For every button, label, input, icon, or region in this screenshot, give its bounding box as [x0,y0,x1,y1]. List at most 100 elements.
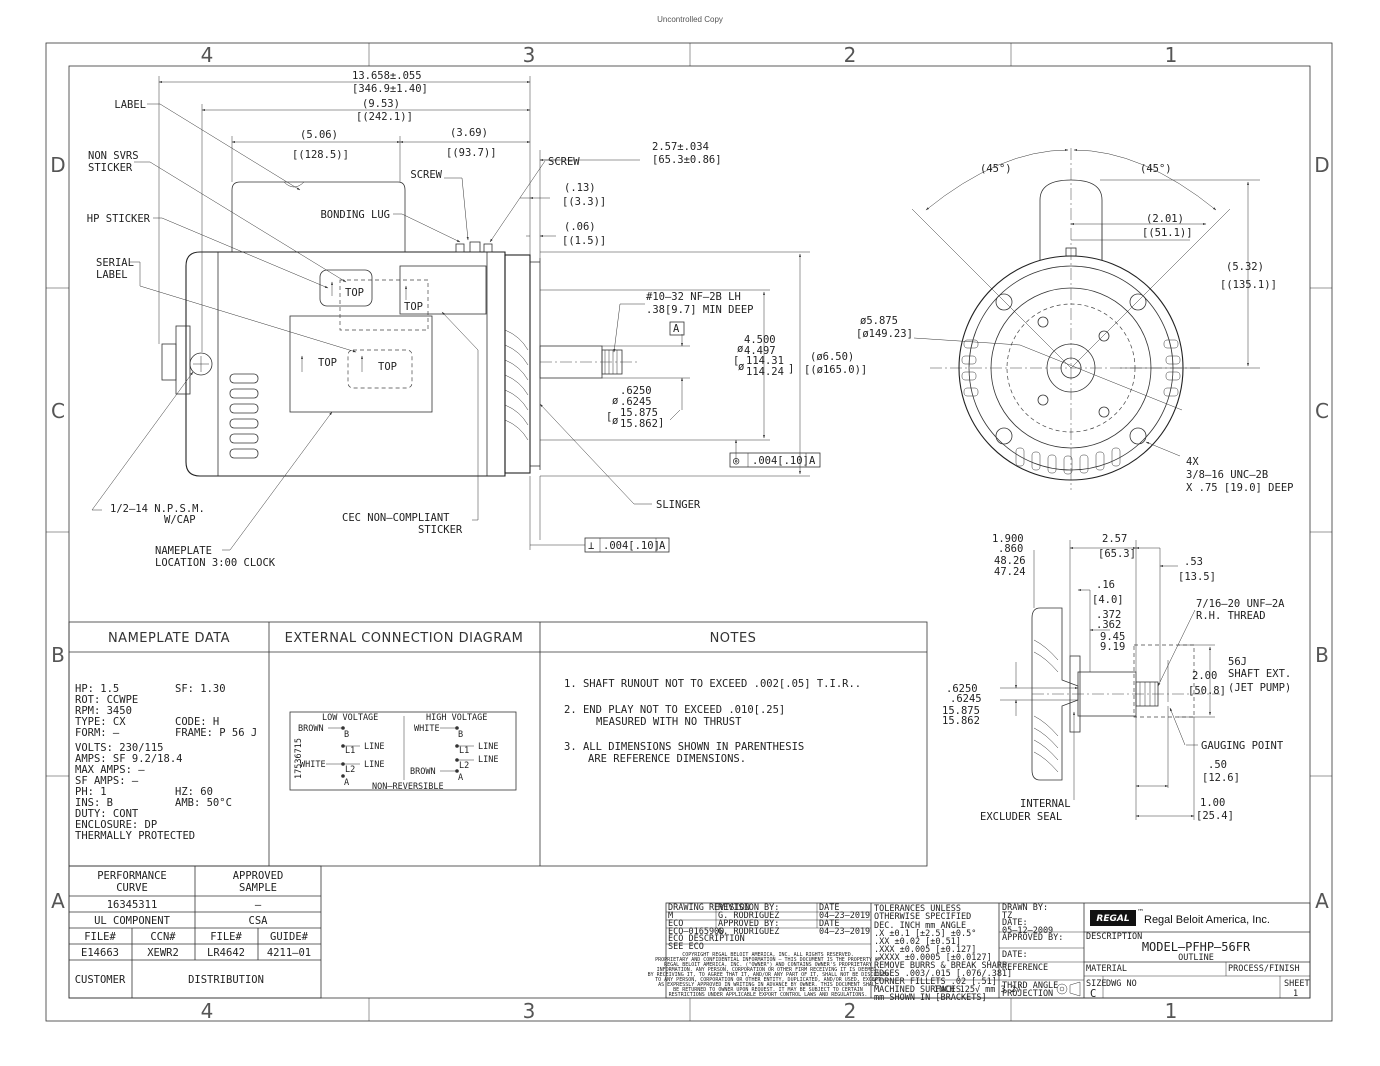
svg-text:DATE: DATE [819,903,839,913]
svg-text:REFERENCE: REFERENCE [1002,963,1048,973]
perpendicularity-frame: ⊥ .004[.10] A [584,537,670,553]
dim-overall-mm: [346.9±1.40] [352,83,428,95]
svg-text:APPROVED BY:: APPROVED BY: [1002,933,1063,943]
dim-200: 2.00 [1192,670,1217,682]
svg-text:.XXXX ±0.0005 [±0.0127]: .XXXX ±0.0005 [±0.0127] [874,953,992,963]
dim-919: 9.19 [1100,641,1125,653]
svg-text:LOW VOLTAGE: LOW VOLTAGE [322,713,378,723]
svg-text:CUSTOMER: CUSTOMER [75,974,126,986]
note-2: 2. END PLAY NOT TO EXCEED .010[.25] [564,704,785,716]
svg-text:INFORMATION. ANY PERSON, CORPO: INFORMATION. ANY PERSON, CORPORATION OR … [657,967,880,973]
dim-006: (.06) [564,221,596,233]
zone-row-a-left: A [51,889,65,913]
fan-fins [504,329,529,441]
dim-100-mm: [25.4] [1196,810,1234,822]
hub [1046,343,1096,393]
dim-pilot-min: 4.497 [744,345,776,357]
approval-table [68,865,322,999]
svg-text:MATERIAL: MATERIAL [1086,964,1127,974]
serial-callout-2: LABEL [96,269,128,281]
svg-text:1: 1 [1293,989,1298,999]
svg-text:OTHERWISE SPECIFIED: OTHERWISE SPECIFIED [874,912,971,922]
svg-text:APPROVED BY:: APPROVED BY: [718,919,779,929]
svg-text:◎: ◎ [733,455,740,467]
svg-text:BY RECEIVING IT, TO AGREE THAT: BY RECEIVING IT, TO AGREE THAT IT, AND/O… [648,972,889,978]
dim-200-mm: [50.8] [1188,685,1226,697]
slinger-callout: SLINGER [656,499,701,511]
third-angle-projection-icon [1056,981,1081,997]
svg-text:TZ: TZ [1002,911,1012,921]
connection-diagram: LOW VOLTAGE HIGH VOLTAGE 17536715 BROWN … [289,711,517,792]
ext-56j: 56J [1228,656,1247,668]
svg-text:MEASURED WITH NO THRUST: MEASURED WITH NO THRUST [596,716,742,728]
angle-45-right: (45°) [1140,163,1172,175]
datum-a-box: A [669,321,685,336]
svg-text:HZ: 60: HZ: 60 [175,786,213,798]
dim-pilot-max: 4.500 [744,334,776,346]
shaft-thread-hand: R.H. THREAD [1196,610,1266,622]
svg-text:L1: L1 [459,746,469,756]
gauging-point-callout: GAUGING POINT [1201,740,1284,752]
svg-text:G. RODRIGUEZ: G. RODRIGUEZ [718,927,779,937]
dim-006-mm: [(1.5)] [562,235,606,247]
svg-text:]: ] [658,417,664,429]
svg-text:C: C [1090,988,1096,1000]
svg-text:]: ] [788,363,794,375]
hp-sticker-box [319,269,373,307]
svg-text:EDGES .003/.015 [.076/.381]: EDGES .003/.015 [.076/.381] [874,969,1012,979]
svg-text:ECO DESCRIPTION: ECO DESCRIPTION [668,934,745,944]
npsm-callout-2: W/CAP [164,514,196,526]
dim-201: (2.01) [1146,213,1184,225]
dim-369-mm: [(93.7)] [446,147,497,159]
dim-pilot-mm-min: 114.24 [746,366,784,378]
svg-text:CODE: H: CODE: H [175,716,219,728]
dim-shaft-257: 2.57 [1102,533,1127,545]
svg-text:SF AMPS: –: SF AMPS: – [75,775,139,787]
side-dimension-lines [158,76,810,550]
svg-text:HP: 1.5: HP: 1.5 [75,683,119,695]
dim-053-mm: [13.5] [1178,571,1216,583]
svg-text:MACHINED SURFACES: MACHINED SURFACES [874,985,961,995]
label-callout: LABEL [114,99,146,111]
svg-text:FILE#: FILE# [84,931,116,943]
svg-text:ø: ø [738,361,745,373]
zone-ticks [46,43,1332,1021]
angle-45-left: (45°) [980,163,1012,175]
dim-257: 2.57±.034 [652,141,709,153]
svg-text:B: B [344,730,349,740]
revision-cells: DRAWING REVISION M REVISION BY: G. RODRI… [668,903,870,952]
svg-text:BE RETURNED TO OWNER UPON REQU: BE RETURNED TO OWNER UPON REQUEST. IT MA… [673,987,863,993]
svg-text:LINE: LINE [364,760,384,770]
dim-15862: 15.862 [942,715,980,727]
regal-logo: REGAL ™ [1090,908,1144,926]
zone-row-d-right: D [1314,153,1329,177]
svg-text:HIGH VOLTAGE: HIGH VOLTAGE [426,713,487,723]
dim-362: .362 [1096,619,1121,631]
svg-text:.004[.10]: .004[.10] [603,540,660,552]
svg-text:REGAL: REGAL [1096,914,1129,924]
data-table-frame [68,621,928,867]
svg-text:DWG NO: DWG NO [1106,979,1137,989]
svg-text:GUIDE#: GUIDE# [270,931,309,943]
copyright-notice: COPYRIGHT REGAL BELOIT AMERICA, INC. ALL… [648,952,889,998]
svg-text:AMB: 50°C: AMB: 50°C [175,797,232,809]
dim-dia-650-mm: [(ø165.0)] [804,364,867,376]
svg-text:.004[.10]: .004[.10] [752,455,809,467]
nameplate-box [289,315,433,413]
ext-shaft: SHAFT EXT. [1228,668,1291,680]
svg-text:THIRD ANGLE: THIRD ANGLE [1002,981,1058,991]
dim-shaft-min: .6245 [620,396,652,408]
svg-text:LINE: LINE [364,742,384,752]
svg-text:DATE: DATE [819,919,839,929]
svg-text:⊥: ⊥ [588,540,594,552]
svg-text:™: ™ [1137,908,1144,916]
svg-text:ø: ø [612,415,619,427]
shaft-dimension-lines [1000,540,1215,820]
zone-row-b-left: B [51,643,65,667]
serial-callout: SERIAL [96,257,134,269]
svg-text:M: M [668,911,673,921]
drawn-by-cells: DRAWN BY: TZ DATE: 05–12–2009 APPROVED B… [1002,903,1081,999]
uncontrolled-copy-stamp: Uncontrolled Copy [657,15,723,24]
svg-text:INS: B: INS: B [75,797,113,809]
svg-text:DISTRIBUTION: DISTRIBUTION [188,974,264,986]
